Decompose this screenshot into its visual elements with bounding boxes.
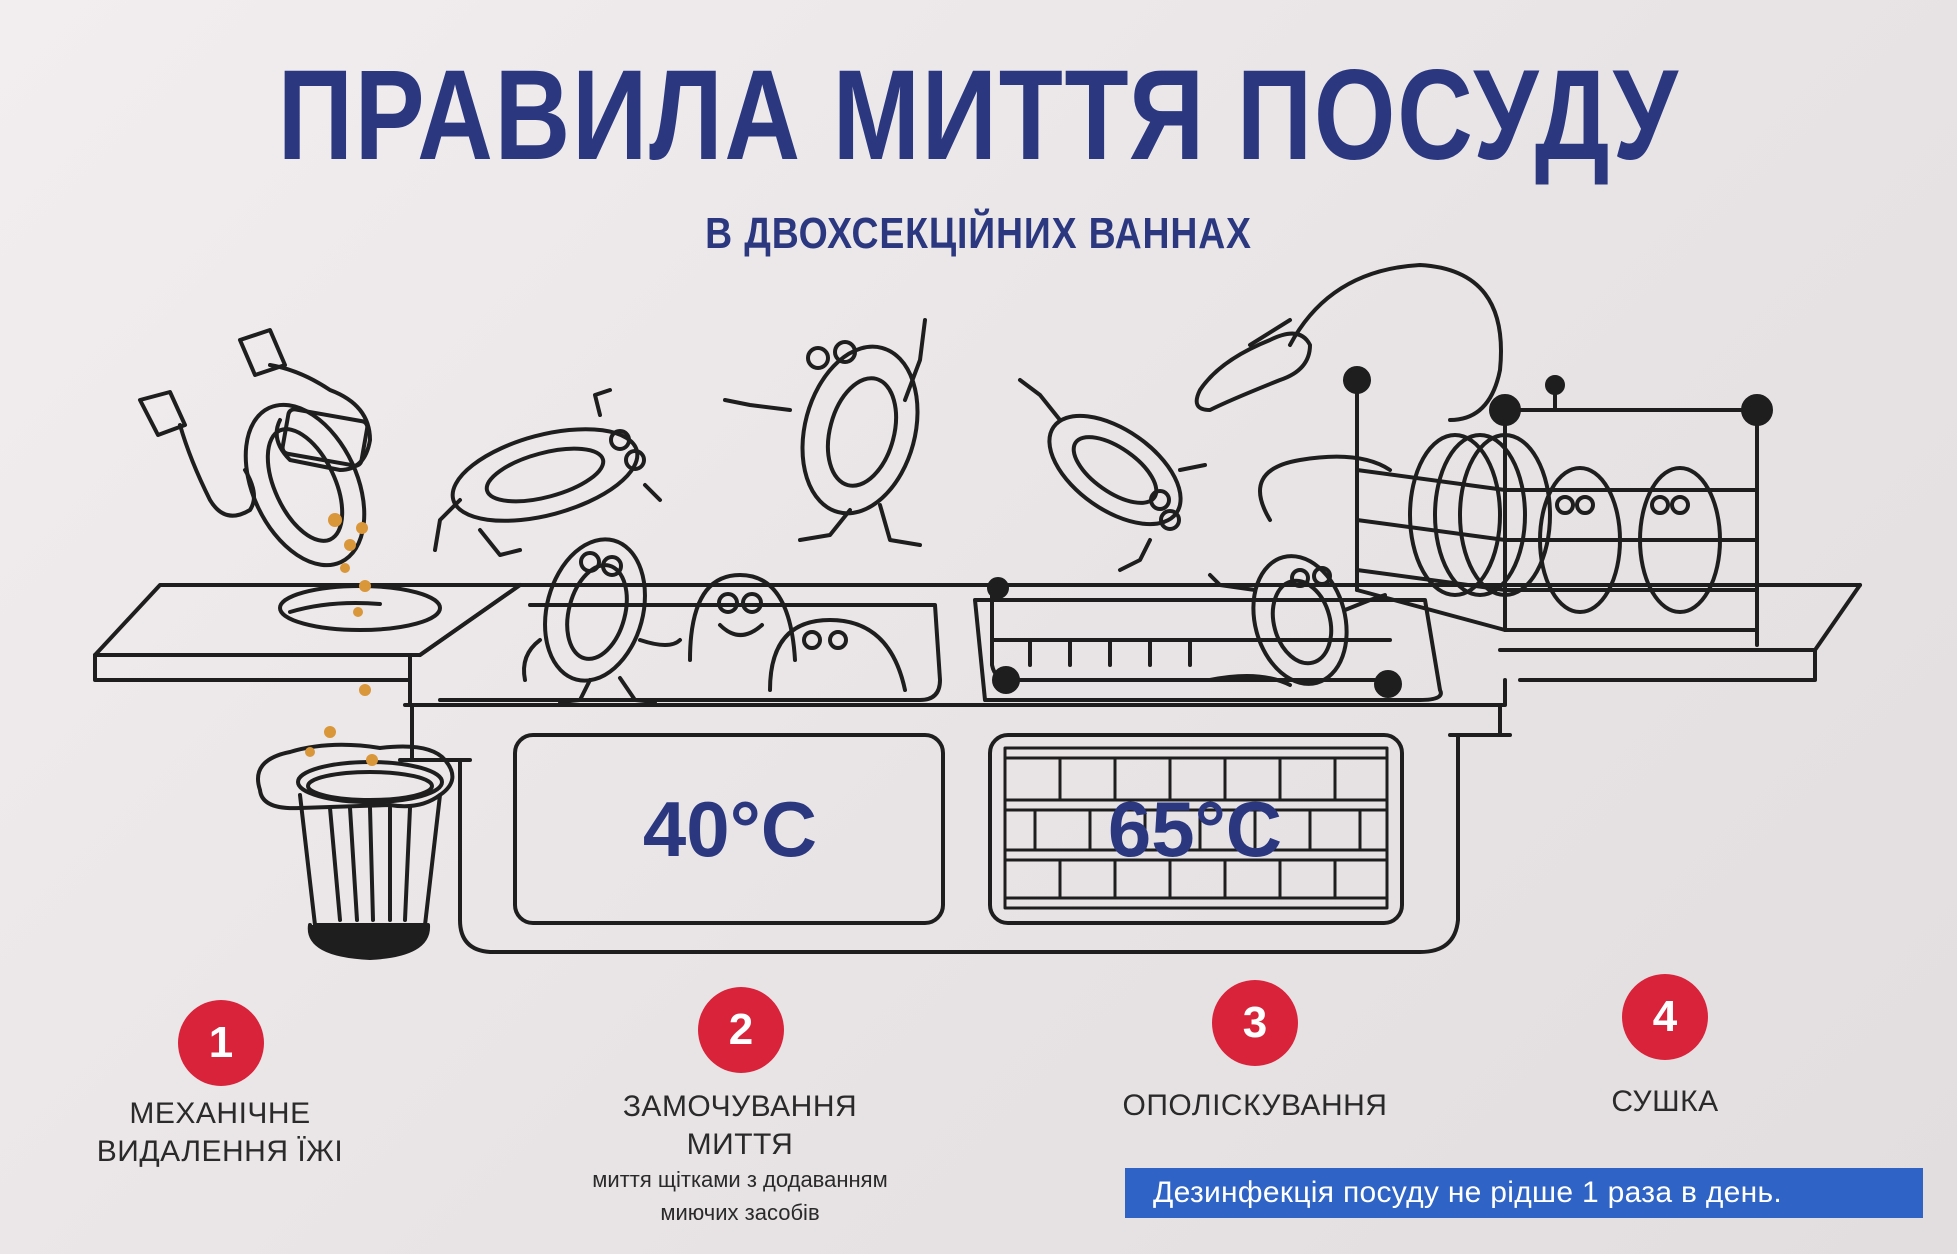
step-3-number: 3 <box>1212 980 1298 1066</box>
rinse-basket <box>987 577 1402 698</box>
cartoon-plate-flying-1 <box>433 388 662 557</box>
step-2-note-line2: миючих засобів <box>660 1200 820 1225</box>
cartoon-plate-flying-3 <box>1018 378 1207 572</box>
step-1-label-line1: МЕХАНІЧНЕ <box>129 1097 311 1130</box>
step-2-number: 2 <box>698 987 784 1073</box>
disinfection-banner: Дезинфекція посуду не рідше 1 раза в ден… <box>1125 1168 1923 1218</box>
drying-rack-icon <box>1343 366 1773 647</box>
trash-bin-icon <box>256 742 455 960</box>
food-crumbs <box>305 513 378 766</box>
step-4-label: СУШКА <box>1611 1085 1719 1118</box>
sink-body <box>398 598 1512 954</box>
sprayer-hose-icon <box>1194 263 1503 522</box>
step-2-label: ЗАМОЧУВАННЯ МИТТЯ <box>560 1088 920 1165</box>
step-2-label-line1: ЗАМОЧУВАННЯ <box>622 1090 858 1123</box>
step-1-number: 1 <box>178 1000 264 1086</box>
wash-temperature: 40°C <box>642 785 818 873</box>
poster-title: ПРАВИЛА МИТТЯ ПОСУДУ <box>277 44 1680 187</box>
step-1-label-line2: ВИДАЛЕННЯ ЇЖІ <box>96 1135 344 1169</box>
step-2-note-line1: миття щітками з додаванням <box>592 1167 888 1192</box>
cartoon-plate-bathing-2 <box>768 618 907 692</box>
step-2-label-line2: МИТТЯ <box>686 1128 794 1162</box>
poster-subtitle: В ДВОХСЕКЦІЙНИХ ВАННАХ <box>705 209 1252 258</box>
step-1-label: МЕХАНІЧНЕ ВИДАЛЕННЯ ЇЖІ <box>60 1095 380 1172</box>
step-2-note: миття щітками з додаванням миючих засобі… <box>540 1163 940 1229</box>
rinse-grid <box>1003 746 1389 910</box>
countertop <box>93 583 1862 707</box>
cartoon-plate-bathing-1 <box>688 573 797 662</box>
rinse-temperature: 65°C <box>1107 785 1283 873</box>
step-4-number: 4 <box>1622 974 1708 1060</box>
cartoon-plate-soaking <box>522 537 682 704</box>
cartoon-plate-flying-2 <box>723 318 927 547</box>
scraping-hands-icon <box>138 328 372 568</box>
step-3-label: ОПОЛІСКУВАННЯ <box>1122 1089 1388 1122</box>
